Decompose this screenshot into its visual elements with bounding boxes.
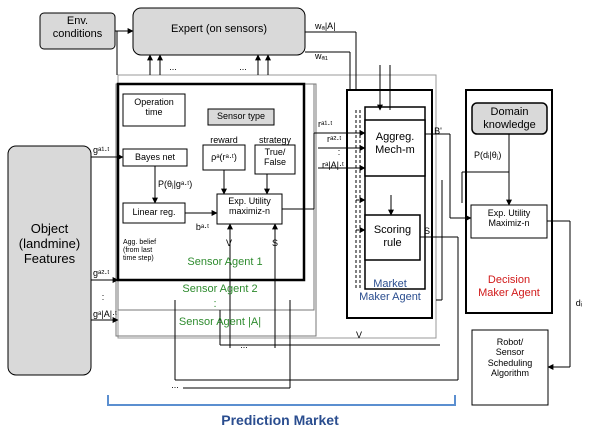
reward-formula-box <box>202 144 246 171</box>
prediction-market-label: Prediction Market <box>221 412 339 428</box>
connectors <box>91 28 571 389</box>
env-conditions-label: Env. conditions <box>52 15 103 40</box>
operation-time-label: Operation time <box>134 97 174 118</box>
exp-utility-sensor-label: Exp. Utility maximiz-n <box>228 196 271 217</box>
d-i-label: dᵢ <box>575 298 583 308</box>
v2-label: V <box>355 330 362 340</box>
sensor-agent-a-label: Sensor Agent |A| <box>178 316 262 328</box>
b-prime-label: B' <box>434 126 442 136</box>
reward-formula-label: ρᵃ(rᵃ·ᵗ) <box>211 152 237 162</box>
expert-label: Expert (on sensors) <box>171 23 267 35</box>
robot-label: Robot/ Sensor Scheduling Algorithm <box>487 337 533 379</box>
decision-maker-frame <box>465 89 553 314</box>
b-at-label: bᵃ·ᵗ <box>195 222 210 232</box>
market-maker-label: Market Maker Agent <box>359 278 421 303</box>
linear-reg-label: Linear reg. <box>132 207 176 217</box>
colon-mid: : <box>337 147 341 157</box>
g-a1-label: gᵃ¹·ᵗ <box>93 145 110 155</box>
scoring-rule-label: Scoring rule <box>373 224 412 249</box>
domain-knowledge-label: Domain knowledge <box>483 106 536 131</box>
dots-expert-right: ... <box>239 62 247 72</box>
exp-utility-decision-label: Exp. Utility Maximiz-n <box>487 208 531 229</box>
object-features-box <box>7 145 92 376</box>
r-aA-label: rᵃ|A|·ᵗ <box>322 160 344 170</box>
true-false-box <box>254 144 296 175</box>
r-a2-label: rᵃ²·ᵗ <box>327 134 342 144</box>
decision-maker-label: Decision Maker Agent <box>478 274 540 299</box>
dots-bottom-a: ... <box>240 340 248 350</box>
sensor-agent-1-label: Sensor Agent 1 <box>187 256 263 268</box>
s1-label: S <box>271 238 278 248</box>
v1-label: V <box>225 238 232 248</box>
exp-utility-sensor-box <box>216 193 283 225</box>
dots-expert-left: ... <box>169 62 177 72</box>
s2-label: S <box>423 226 430 236</box>
w-a-label: wₐ|A| <box>315 21 336 31</box>
strategy-label: strategy <box>258 135 291 145</box>
prob-d-label: P(dᵢ|θⱼ) <box>474 150 502 160</box>
object-features-label: Object (landmine) Features <box>18 221 81 266</box>
dots-bottom-b: ... <box>171 380 179 390</box>
bayes-net-label: Bayes net <box>134 152 176 162</box>
colon-sensor: : <box>213 298 217 310</box>
true-false-label: True/ False <box>263 147 286 168</box>
prob-theta-label: P(θⱼ|gᵃ·ᵗ) <box>158 179 193 189</box>
dashed-connectors <box>355 110 366 290</box>
r-a1-label: rᵃ¹·ᵗ <box>318 119 333 129</box>
colon-left: : <box>101 292 105 302</box>
sensor-agent-2-label: Sensor Agent 2 <box>182 283 258 295</box>
sensor-agent-1-frame <box>116 82 306 282</box>
g-aA-label: gᵃ|A|·ᵗ <box>93 309 118 319</box>
aggreg-mech-label: Aggreg. Mech-m <box>375 131 415 156</box>
g-a2-label: gᵃ²·ᵗ <box>93 268 110 278</box>
w-a1-label: wₐ₁ <box>315 51 328 61</box>
operation-time-box <box>122 93 186 127</box>
agg-belief-label: Agg. belief (from last time step) <box>123 239 157 263</box>
sensor-type-box <box>207 108 275 126</box>
aggreg-mech-box <box>364 119 426 177</box>
reward-label: reward <box>210 135 238 145</box>
scoring-rule-box <box>364 214 421 261</box>
sensor-type-label: Sensor type <box>216 111 266 121</box>
prediction-market-bracket <box>107 395 456 406</box>
